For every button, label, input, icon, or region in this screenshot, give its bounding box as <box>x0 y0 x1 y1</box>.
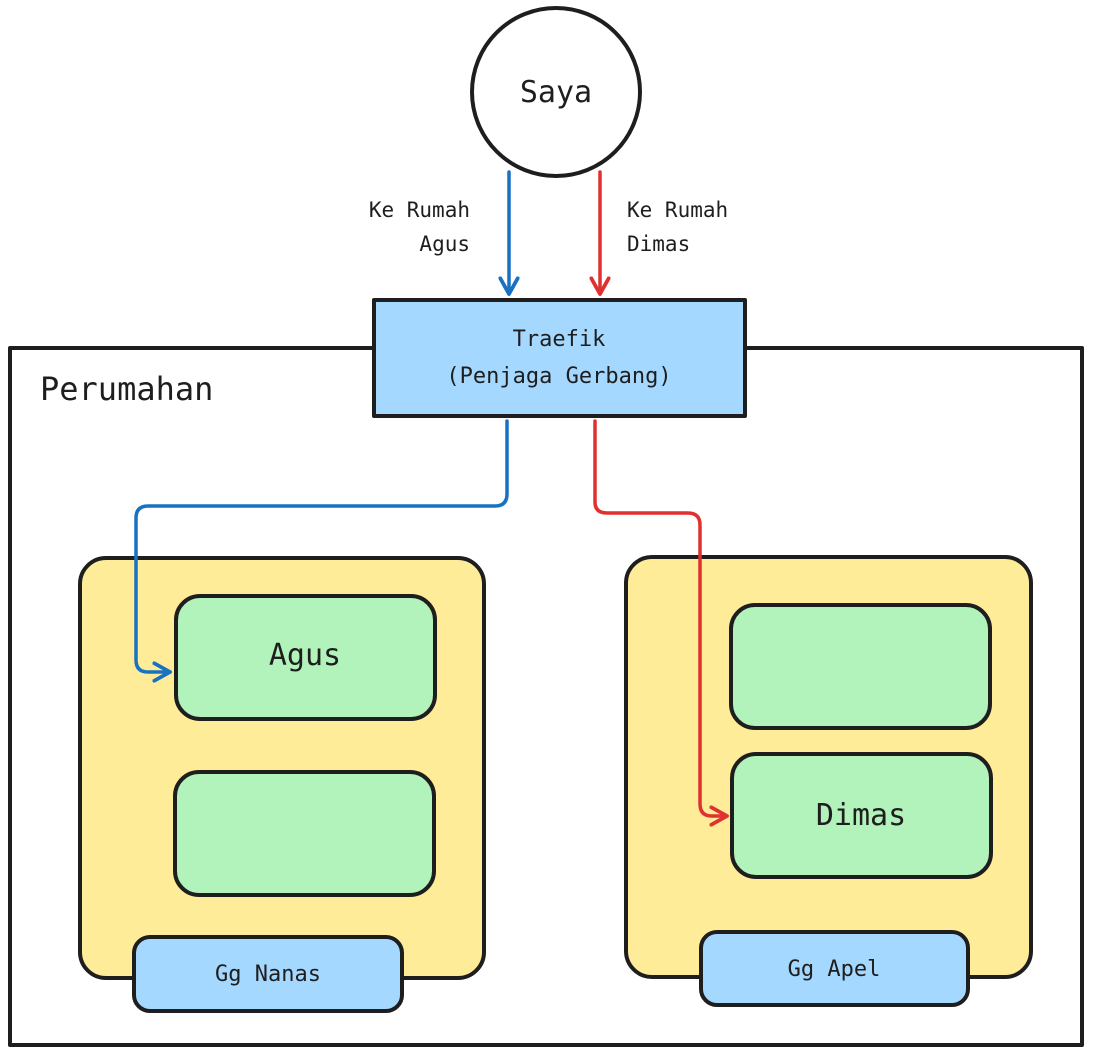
house-agus[interactable]: Agus <box>174 594 437 721</box>
house-apel-1[interactable] <box>729 603 992 730</box>
house-dimas-box <box>730 752 993 879</box>
route-label-dimas: Ke Rumah Dimas <box>627 198 728 256</box>
user-node-label: Saya <box>520 75 592 110</box>
lane-gg-apel-badge-box <box>699 930 970 1007</box>
lane-gg-apel-name: Gg Apel <box>788 957 881 982</box>
gateway-title: Traefik <box>513 327 606 352</box>
route-label-dimas-line1: Ke Rumah <box>627 198 728 222</box>
user-node[interactable]: Saya <box>470 6 642 178</box>
lane-gg-nanas-badge-box <box>132 935 404 1013</box>
house-dimas[interactable]: Dimas <box>730 752 993 879</box>
arrow-gateway-to-dimas[interactable] <box>593 419 727 816</box>
house-nanas-2-box <box>173 770 436 897</box>
gateway-node[interactable]: Traefik (Penjaga Gerbang) <box>372 298 747 418</box>
house-agus-box <box>174 594 437 721</box>
gateway-subtitle: (Penjaga Gerbang) <box>446 364 671 389</box>
house-agus-label: Agus <box>269 638 341 673</box>
lane-gg-apel-badge[interactable]: Gg Apel <box>699 930 970 1007</box>
arrow-gateway-to-agus[interactable] <box>134 419 509 672</box>
route-label-dimas-line2: Dimas <box>627 232 690 256</box>
lane-gg-apel[interactable]: Dimas Gg Apel <box>624 555 1033 1007</box>
lane-gg-nanas-badge[interactable]: Gg Nanas <box>132 935 404 1013</box>
user-node-circle <box>470 6 642 178</box>
house-dimas-label: Dimas <box>816 798 906 833</box>
gateway-box <box>372 298 747 418</box>
route-label-agus-line2: Agus <box>419 232 470 256</box>
route-label-agus-line1: Ke Rumah <box>369 198 470 222</box>
housing-complex-label: Perumahan <box>40 370 213 408</box>
lane-gg-nanas[interactable]: Agus Gg Nanas <box>78 556 486 1013</box>
house-nanas-2[interactable] <box>173 770 436 897</box>
route-label-agus: Ke Rumah Agus <box>369 198 470 256</box>
lane-gg-nanas-name: Gg Nanas <box>215 962 321 987</box>
house-apel-1-box <box>729 603 992 730</box>
